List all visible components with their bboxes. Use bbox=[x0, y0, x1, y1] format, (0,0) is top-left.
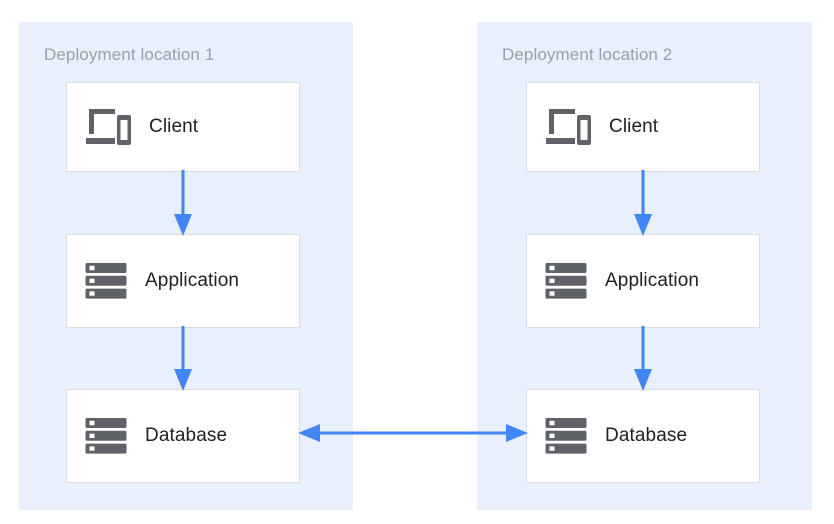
node-database-1[interactable]: Database bbox=[66, 389, 300, 483]
deployment-location-2-label: Deployment location 2 bbox=[502, 45, 673, 64]
node-database-1-label: Database bbox=[145, 425, 228, 446]
node-application-2-label: Application bbox=[605, 270, 700, 291]
node-client-1[interactable]: Client bbox=[66, 82, 300, 172]
devices-icon bbox=[85, 107, 131, 147]
server-icon bbox=[85, 415, 127, 457]
server-icon bbox=[85, 260, 127, 302]
node-application-2[interactable]: Application bbox=[526, 234, 760, 328]
node-application-1[interactable]: Application bbox=[66, 234, 300, 328]
node-database-2-label: Database bbox=[605, 425, 688, 446]
server-icon bbox=[545, 415, 587, 457]
node-application-1-label: Application bbox=[145, 270, 240, 291]
arrow-database-1-to-database-2-bidirectional bbox=[298, 420, 528, 446]
node-client-2-label: Client bbox=[609, 116, 659, 137]
node-client-2[interactable]: Client bbox=[526, 82, 760, 172]
node-database-2[interactable]: Database bbox=[526, 389, 760, 483]
arrow-client-1-to-application-1 bbox=[172, 170, 194, 236]
devices-icon bbox=[545, 107, 591, 147]
node-client-1-label: Client bbox=[149, 116, 199, 137]
deployment-location-1-label: Deployment location 1 bbox=[44, 45, 215, 64]
arrow-application-2-to-database-2 bbox=[632, 326, 654, 391]
arrow-application-1-to-database-1 bbox=[172, 326, 194, 391]
server-icon bbox=[545, 260, 587, 302]
arrow-client-2-to-application-2 bbox=[632, 170, 654, 236]
